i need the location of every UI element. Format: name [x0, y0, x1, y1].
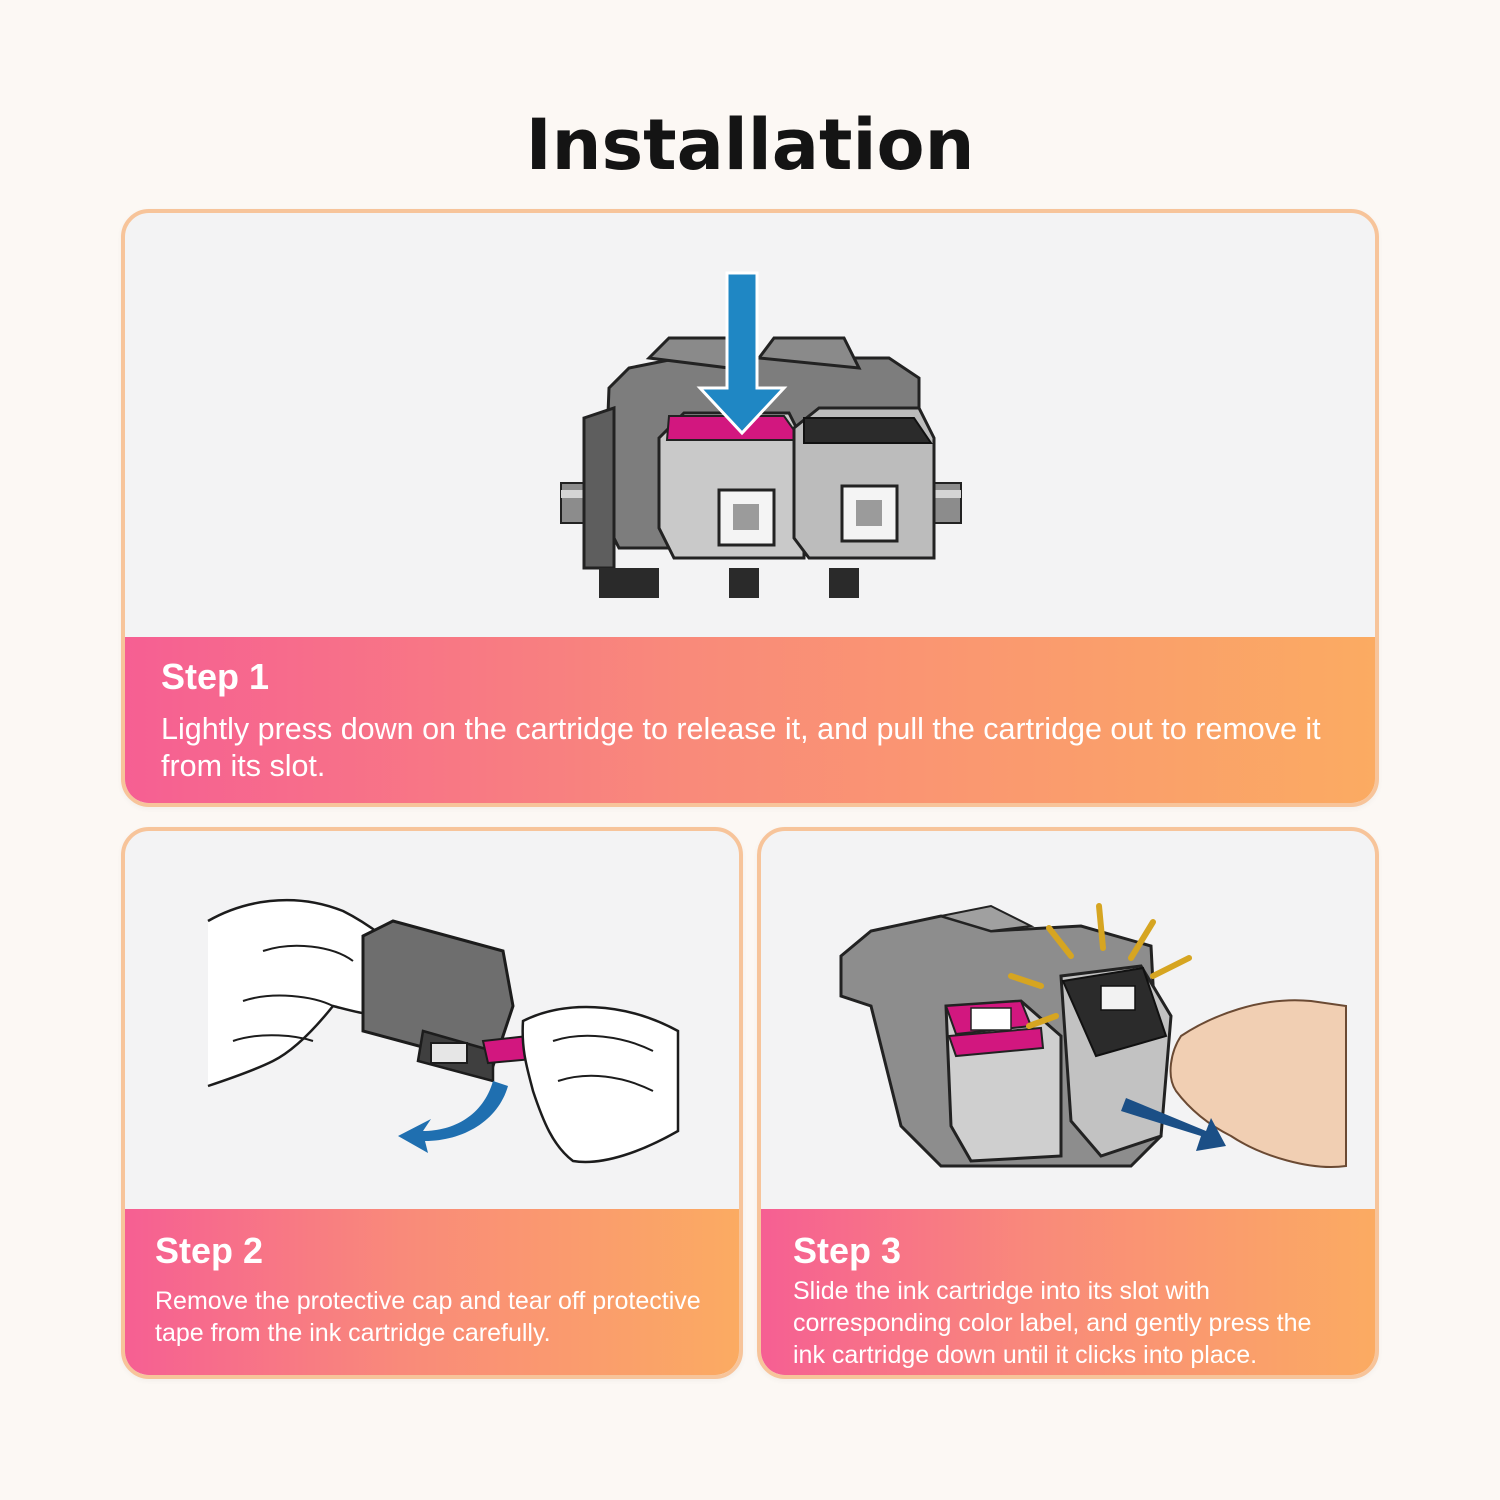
- step-3-description: Slide the ink cartridge into its slot wi…: [793, 1277, 1312, 1369]
- step-1-card: Step 1 Lightly press down on the cartrid…: [121, 209, 1379, 807]
- step-2-caption: Step 2 Remove the protective cap and tea…: [125, 1209, 739, 1375]
- step-1-caption: Step 1 Lightly press down on the cartrid…: [125, 637, 1375, 803]
- step-3-label: Step 3: [793, 1230, 902, 1271]
- step-1-label: Step 1: [161, 656, 270, 697]
- step-2-card: Step 2 Remove the protective cap and tea…: [121, 827, 743, 1379]
- step-3-card: Step 3 Slide the ink cartridge into its …: [757, 827, 1379, 1379]
- step-2-label: Step 2: [155, 1230, 264, 1271]
- step-1-description: Lightly press down on the cartridge to r…: [161, 712, 1321, 784]
- step-2-description: Remove the protective cap and tear off p…: [155, 1287, 701, 1347]
- step-3-caption: Step 3 Slide the ink cartridge into its …: [761, 1209, 1375, 1375]
- page-title: Installation: [525, 104, 975, 186]
